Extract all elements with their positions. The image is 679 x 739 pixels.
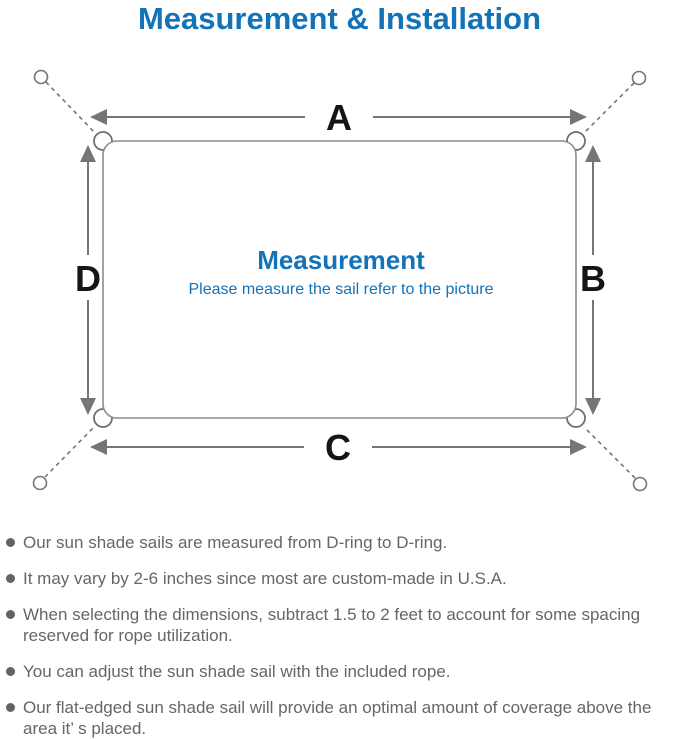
arrowhead-b-down — [585, 398, 601, 415]
anchor-circle-bottom-right — [632, 476, 648, 492]
arrowhead-a-left — [90, 109, 107, 125]
sail-center-text: Measurement Please measure the sail refe… — [188, 245, 493, 298]
note-item: Our sun shade sails are measured from D-… — [6, 532, 673, 553]
anchor-points — [32, 69, 648, 492]
dim-label-top: A — [326, 97, 352, 138]
guy-line-bottom-left — [44, 425, 96, 478]
page-title: Measurement & Installation — [137, 1, 542, 36]
dim-label-bottom: C — [325, 427, 351, 468]
arrowhead-c-left — [90, 439, 107, 455]
arrowhead-b-up — [585, 145, 601, 162]
sail-rectangle — [102, 140, 577, 419]
sail-center-title: Measurement — [257, 245, 425, 275]
measurement-diagram: A C D B Measurement Please measure the s… — [32, 69, 648, 492]
arrowhead-a-right — [570, 109, 587, 125]
guy-line-bottom-right — [583, 426, 636, 479]
anchor-circle-bottom-left — [32, 475, 48, 491]
anchor-circle-top-left — [33, 69, 49, 85]
note-text: You can adjust the sun shade sail with t… — [23, 662, 451, 681]
arrowhead-c-right — [570, 439, 587, 455]
sail-center-subtitle: Please measure the sail refer to the pic… — [188, 281, 493, 298]
note-text: It may vary by 2-6 inches since most are… — [23, 569, 507, 588]
guy-line-top-left — [45, 81, 97, 135]
note-text: When selecting the dimensions, subtract … — [23, 605, 641, 645]
guy-lines — [44, 81, 636, 479]
dim-label-right: B — [580, 258, 606, 299]
anchor-circle-top-right — [631, 70, 647, 86]
bullet-icon — [6, 538, 15, 547]
arrowhead-d-up — [80, 145, 96, 162]
notes-list: Our sun shade sails are measured from D-… — [6, 532, 673, 739]
bullet-icon — [6, 610, 15, 619]
dimension-labels: A C D B — [75, 97, 606, 468]
note-text: Our sun shade sails are measured from D-… — [23, 533, 448, 552]
note-text: Our flat-edged sun shade sail will provi… — [23, 698, 652, 738]
note-item: Our flat-edged sun shade sail will provi… — [6, 697, 673, 739]
note-item: You can adjust the sun shade sail with t… — [6, 661, 673, 682]
arrowhead-d-down — [80, 398, 96, 415]
bullet-icon — [6, 574, 15, 583]
dimension-lines — [80, 109, 601, 455]
bullet-icon — [6, 667, 15, 676]
guy-line-top-right — [583, 82, 635, 134]
note-item: When selecting the dimensions, subtract … — [6, 604, 673, 646]
note-item: It may vary by 2-6 inches since most are… — [6, 568, 673, 589]
dim-label-left: D — [75, 258, 101, 299]
bullet-icon — [6, 703, 15, 712]
